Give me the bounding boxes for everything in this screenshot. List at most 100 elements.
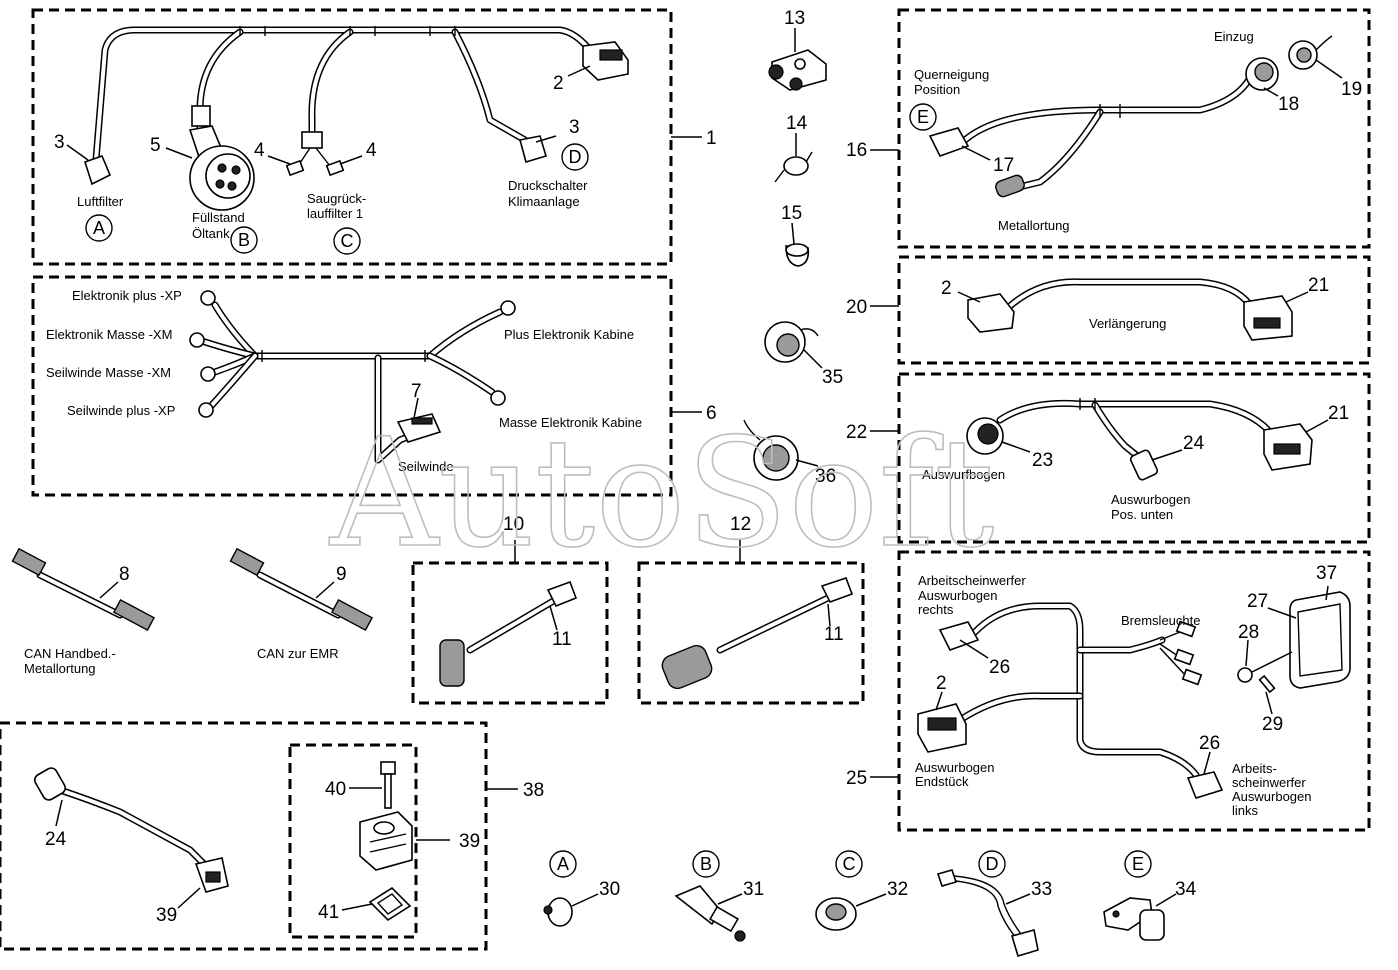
connector-3-right-icon xyxy=(519,135,547,164)
num-23: 23 xyxy=(1032,450,1053,471)
label-can-1b: Metallortung xyxy=(24,661,96,676)
label-masse-kabine: Masse Elektronik Kabine xyxy=(499,415,642,430)
can-cable-8 xyxy=(11,547,156,632)
letter-e-2: E xyxy=(1132,854,1144,874)
box-harness-1 xyxy=(31,8,673,266)
box-harness-6 xyxy=(31,275,673,497)
label-verlaengerung: Verlängerung xyxy=(1089,316,1166,331)
letter-b-2: B xyxy=(700,854,712,874)
circle-letter-a-2 xyxy=(549,850,577,878)
connector-24-b-icon xyxy=(34,767,66,801)
ring-terminal-plus-kab-icon xyxy=(500,300,516,316)
box-kit-38 xyxy=(0,721,488,951)
label-quer-1: Querneigung xyxy=(914,67,989,82)
label-ausw-end-1: Auswurbogen xyxy=(915,760,995,775)
ring-terminal-sw-plus-icon xyxy=(198,402,214,418)
text-labels: Luftfilter Füllstand Öltank Saugrück- la… xyxy=(24,29,1312,818)
num-27: 27 xyxy=(1247,591,1268,612)
connector-17-icon xyxy=(928,127,970,157)
label-metallortung: Metallortung xyxy=(998,218,1070,233)
label-druck-2: Klimaanlage xyxy=(508,194,580,209)
num-37: 37 xyxy=(1316,563,1337,584)
label-asw-l-4: links xyxy=(1232,803,1259,818)
harness-25 xyxy=(917,602,1224,799)
ring-terminal-el-plus-icon xyxy=(200,290,216,306)
leader-lines xyxy=(55,28,1343,911)
round-plug-icon xyxy=(661,644,713,690)
label-saug-1: Saugrück- xyxy=(307,191,366,206)
clip-14-icon xyxy=(774,151,813,183)
bulb-28-icon xyxy=(1237,651,1293,683)
num-15: 15 xyxy=(781,203,802,224)
num-31: 31 xyxy=(743,879,764,900)
harness-20 xyxy=(967,278,1293,341)
clip-15-icon xyxy=(785,243,810,267)
box-harness-22 xyxy=(897,372,1371,544)
harness-6 xyxy=(189,290,516,464)
circle-letter-b-2 xyxy=(692,850,720,878)
num-32: 32 xyxy=(887,879,908,900)
t-piece-13-icon xyxy=(768,49,827,91)
circle-letter-c xyxy=(333,227,361,255)
num-22: 22 xyxy=(846,422,867,443)
num-26-a: 26 xyxy=(989,657,1010,678)
connector-2-icon xyxy=(582,41,629,81)
connector-2-ext-icon xyxy=(967,293,1015,333)
num-17: 17 xyxy=(993,155,1014,176)
label-asw-l-3: Auswurbogen xyxy=(1232,789,1312,804)
num-3-a: 3 xyxy=(54,132,65,153)
letter-c: C xyxy=(341,231,354,251)
lamp-37-icon xyxy=(1289,591,1351,689)
num-19: 19 xyxy=(1341,79,1362,100)
label-asw-r-1: Arbeitscheinwerfer xyxy=(918,573,1026,588)
box-harness-25 xyxy=(897,550,1371,832)
label-luftfilter: Luftfilter xyxy=(77,194,124,209)
circled-letters: A B C D E A B C D E xyxy=(85,103,1152,878)
gasket-41-icon xyxy=(368,886,412,922)
num-9: 9 xyxy=(336,564,347,585)
label-asw-l-1: Arbeits- xyxy=(1232,761,1277,776)
ring-terminal-masse-kab-icon xyxy=(490,390,506,406)
ring-terminal-el-masse-icon xyxy=(189,332,205,348)
sensor-33-icon xyxy=(936,869,1039,957)
circle-letter-c-2 xyxy=(835,850,863,878)
box-cable-12 xyxy=(637,561,865,705)
num-40: 40 xyxy=(325,779,346,800)
num-38: 38 xyxy=(523,780,544,801)
num-30: 30 xyxy=(599,879,620,900)
label-druck-1: Druckschalter xyxy=(508,178,588,193)
num-36: 36 xyxy=(815,466,836,487)
ring-terminal-sw-masse-icon xyxy=(200,366,216,382)
letter-c-2: C xyxy=(843,854,856,874)
cable-12 xyxy=(661,576,854,690)
label-asw-r-2: Auswurbogen xyxy=(918,588,998,603)
label-plus-kabine: Plus Elektronik Kabine xyxy=(504,327,634,342)
num-3-b: 3 xyxy=(569,117,580,138)
sensor-34-icon xyxy=(1103,897,1165,941)
label-ausw-pos-1: Auswurbogen xyxy=(1111,492,1191,507)
can-cable-9 xyxy=(229,547,374,632)
box-cable-10 xyxy=(411,561,609,705)
connector-26-left-icon xyxy=(1186,771,1224,799)
num-41: 41 xyxy=(318,902,339,923)
connector-3-left-icon xyxy=(84,154,112,186)
num-39-a: 39 xyxy=(459,831,480,852)
label-auswurfbogen: Auswurfbogen xyxy=(922,467,1005,482)
circle-letter-e xyxy=(909,103,937,131)
num-33: 33 xyxy=(1031,879,1052,900)
letter-d: D xyxy=(569,147,582,167)
num-11-a: 11 xyxy=(552,629,572,650)
label-quer-2: Position xyxy=(914,82,960,97)
letter-e: E xyxy=(917,107,929,127)
label-asw-l-2: scheinwerfer xyxy=(1232,775,1306,790)
num-18: 18 xyxy=(1278,94,1299,115)
label-saug-2: lauffilter 1 xyxy=(307,206,363,221)
terminal-4-left-icon xyxy=(285,159,305,177)
num-21-a: 21 xyxy=(1308,275,1329,296)
sensor-metallortung-icon xyxy=(995,174,1025,198)
terminal-4-right-icon xyxy=(325,159,345,177)
harness-1 xyxy=(84,26,629,211)
label-sw-masse: Seilwinde Masse -XM xyxy=(46,365,171,380)
num-2-c: 2 xyxy=(936,673,947,694)
circle-letter-b xyxy=(230,226,258,254)
